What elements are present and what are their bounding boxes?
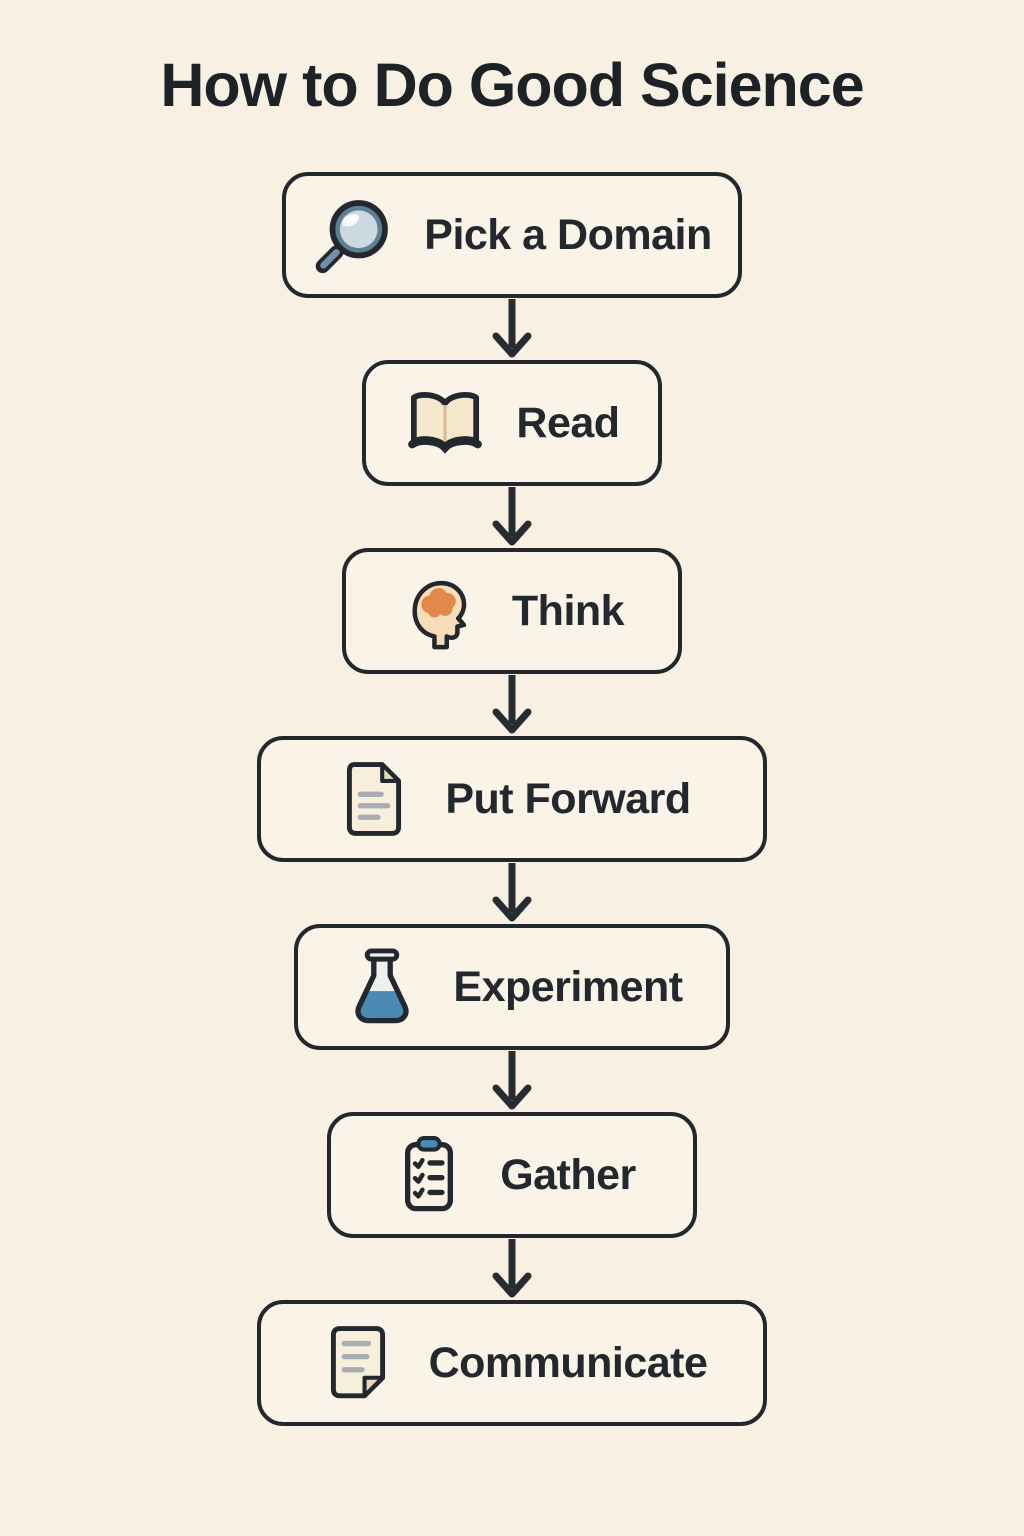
head-brain-icon xyxy=(400,570,482,652)
document-icon xyxy=(333,758,415,840)
step-box-put-forward: Put Forward xyxy=(257,736,767,862)
step-box-read: Read xyxy=(362,360,662,486)
step-label: Think xyxy=(511,586,625,635)
step-box-pick-a-domain: Pick a Domain xyxy=(282,172,742,298)
arrow-down-icon xyxy=(492,863,532,922)
flask-icon xyxy=(341,946,423,1028)
step-label: Pick a Domain xyxy=(424,210,712,259)
step-box-communicate: Communicate xyxy=(257,1300,767,1426)
flowchart: Pick a Domain Read Think Put Forward Exp… xyxy=(0,172,1024,1426)
step-box-think: Think xyxy=(342,548,682,674)
step-label: Gather xyxy=(500,1150,636,1199)
step-box-experiment: Experiment xyxy=(294,924,730,1050)
page-title: How to Do Good Science xyxy=(160,51,864,119)
clipboard-checklist-icon xyxy=(388,1134,470,1216)
arrow-down-icon xyxy=(492,675,532,734)
arrow-down-icon xyxy=(492,1239,532,1298)
step-box-gather: Gather xyxy=(327,1112,697,1238)
step-label: Read xyxy=(516,398,620,447)
step-label: Communicate xyxy=(428,1338,708,1387)
step-label: Put Forward xyxy=(445,774,691,823)
step-label: Experiment xyxy=(453,962,683,1011)
magnifying-glass-icon xyxy=(312,194,394,276)
arrow-down-icon xyxy=(492,1051,532,1110)
open-book-icon xyxy=(404,382,486,464)
arrow-down-icon xyxy=(492,299,532,358)
paper-page-icon xyxy=(317,1322,399,1404)
arrow-down-icon xyxy=(492,487,532,546)
